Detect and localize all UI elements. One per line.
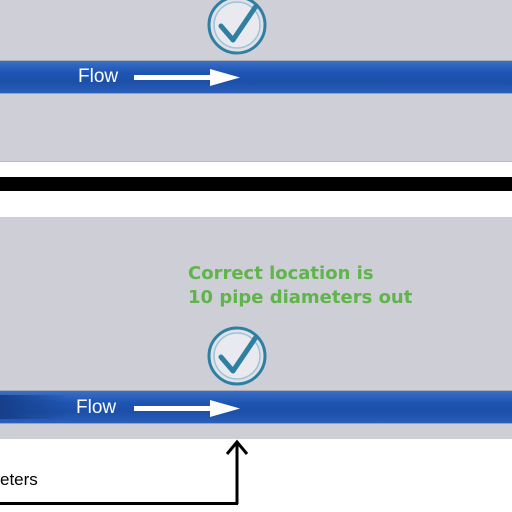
right-arrow-icon [134, 69, 240, 86]
callout-line-1: Correct location is [188, 263, 374, 284]
flow-label: Flow [76, 397, 117, 418]
checkmark-circle-icon [204, 0, 270, 63]
checkmark-circle-icon [204, 323, 270, 394]
panel-border [0, 161, 512, 162]
callout-text: Correct location is 10 pipe diameters ou… [188, 262, 412, 310]
pipe-bottom [0, 391, 512, 423]
measurement-line [0, 502, 238, 505]
up-arrow-icon [225, 439, 249, 504]
pipe-shading [0, 395, 70, 419]
callout-line-2: 10 pipe diameters out [188, 287, 413, 308]
measurement-label: eters [0, 470, 38, 489]
right-arrow-icon [134, 400, 240, 417]
flow-label: Flow [78, 66, 119, 87]
pipe-top [0, 61, 512, 93]
section-divider [0, 177, 512, 191]
